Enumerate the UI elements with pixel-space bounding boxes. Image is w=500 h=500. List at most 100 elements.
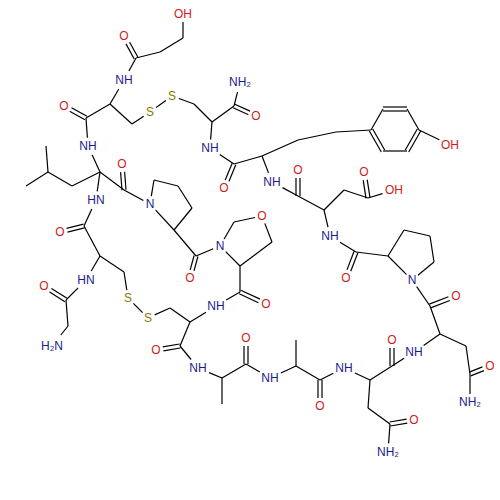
atom-label: O [218,182,229,195]
bond-line [369,131,381,152]
bond-line [234,218,255,223]
bond-line [154,180,178,186]
bond-line [418,262,434,275]
atom-label: NH [188,362,207,375]
atom-label: O [54,226,65,239]
bond-line [239,294,258,303]
atom-label: O [256,210,267,223]
bond-line [409,131,421,152]
bond-line [299,178,300,196]
atom-label: S [143,312,153,325]
atom-label: N [145,198,156,211]
bond-line [262,156,269,173]
atom-label: S [123,292,133,305]
bond-line [235,104,250,111]
bond-line [125,172,126,190]
atom-label: O [314,400,325,413]
bond-line [136,52,160,58]
bond-line [46,146,48,172]
atom-label: NH [334,362,353,375]
atom-label: NH [260,372,279,385]
atom-label: O [340,272,351,285]
bond-line [469,367,482,372]
bond-line [355,373,370,380]
bond-line [298,196,324,210]
atom-label: HN [76,274,95,287]
bond-line [389,424,390,443]
bond-line [67,224,84,228]
bond-line [124,190,143,201]
bond-line [240,242,272,266]
atom-label: OH [173,8,193,21]
atom-label: O [184,272,195,285]
bond-line [390,423,407,426]
bond-line [160,38,183,52]
atom-label: O [386,334,397,347]
atom-label: NH₂ [376,446,400,459]
bond-line [48,172,72,186]
bond-line [431,301,450,308]
bond-line [296,366,320,380]
bond-line [179,99,194,105]
atom-label: NH [206,300,225,313]
bond-line [61,326,68,335]
bond-line [222,364,246,378]
atom-label: NH₂ [458,396,482,409]
atom-label: S [167,90,177,103]
bond-line [66,288,78,300]
bond-line [370,366,392,380]
bond-line [72,108,88,116]
bond-line [247,346,248,364]
bond-line [212,106,234,122]
bond-line [124,272,127,290]
bond-line [92,155,100,172]
bond-line [130,42,138,57]
bond-line [226,292,240,300]
atom-label: NH [78,140,97,153]
bond-line [295,178,296,196]
bond-line [265,223,272,242]
bond-line [126,44,134,59]
bond-line [132,116,144,124]
bond-line [155,210,174,230]
bond-line [368,380,370,408]
atom-label: OH [440,139,460,152]
bond-line [356,252,388,256]
bond-line [163,344,180,347]
bond-line [196,249,213,256]
bond-line [371,109,383,130]
atom-label: O [292,164,303,177]
bond-line [262,140,298,156]
atom-label: O [358,166,369,179]
atom-label: NH [404,346,423,359]
bond-line [86,104,110,118]
bond-line [182,22,183,38]
bond-line [351,253,358,272]
atom-label: NH₂ [228,76,252,89]
bond-line [194,257,198,271]
bond-line [393,348,394,366]
atom-label: O [408,414,419,427]
bond-line [194,104,212,122]
bond-line [347,251,354,270]
atom-label: NH [320,230,339,243]
bond-line [100,172,124,190]
bond-line [389,348,390,366]
bond-line [321,380,322,398]
bond-line [229,165,236,182]
bond-line [221,378,222,404]
bond-line [430,236,434,262]
bond-line [225,251,240,266]
atom-label: O [118,30,129,43]
atom-label: O [38,280,49,293]
bond-line [336,130,371,132]
bond-line [324,210,328,227]
bond-line [367,180,370,198]
bond-line [417,286,431,306]
bond-line [390,419,407,422]
bond-line [97,172,100,191]
bond-line [234,92,238,106]
bond-line [180,322,190,346]
bond-line [407,109,419,130]
